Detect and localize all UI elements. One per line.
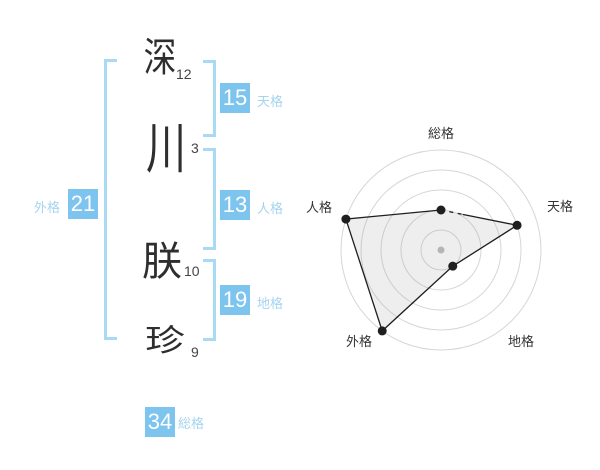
radar-axis-label: 外格 (346, 334, 372, 349)
radar-axis-label: 天格 (547, 199, 573, 214)
soukaku-badge: 34 (145, 407, 175, 437)
chikaku-label: 地格 (257, 296, 284, 311)
name-character-2: 川 (146, 119, 186, 181)
tenkaku-label: 天格 (257, 94, 284, 109)
stroke-count-3: 10 (184, 263, 200, 279)
radar-axis-label: 地格 (508, 334, 534, 349)
jinkaku-label: 人格 (257, 201, 284, 216)
bracket-jinkaku (203, 148, 216, 250)
soukaku-label: 総格 (178, 416, 205, 431)
tenkaku-badge: 15 (220, 83, 250, 113)
gaikaku-badge: 21 (68, 189, 98, 219)
bracket-gaikaku (104, 59, 117, 340)
chikaku-badge: 19 (220, 285, 250, 315)
name-character-1: 深 (143, 36, 177, 80)
radar-axis-label: 総格 (428, 126, 454, 141)
bracket-chikaku (203, 259, 216, 341)
stroke-count-1: 12 (176, 66, 192, 82)
jinkaku-badge: 13 (220, 190, 250, 220)
name-character-3: 朕 (142, 240, 182, 284)
name-character-4: 珍 (145, 324, 185, 358)
gaikaku-label: 外格 (33, 200, 60, 215)
stroke-count-4: 9 (191, 344, 199, 360)
bracket-tenkaku (203, 60, 216, 137)
radar-axis-label: 人格 (306, 200, 332, 215)
stroke-count-2: 3 (191, 140, 199, 156)
